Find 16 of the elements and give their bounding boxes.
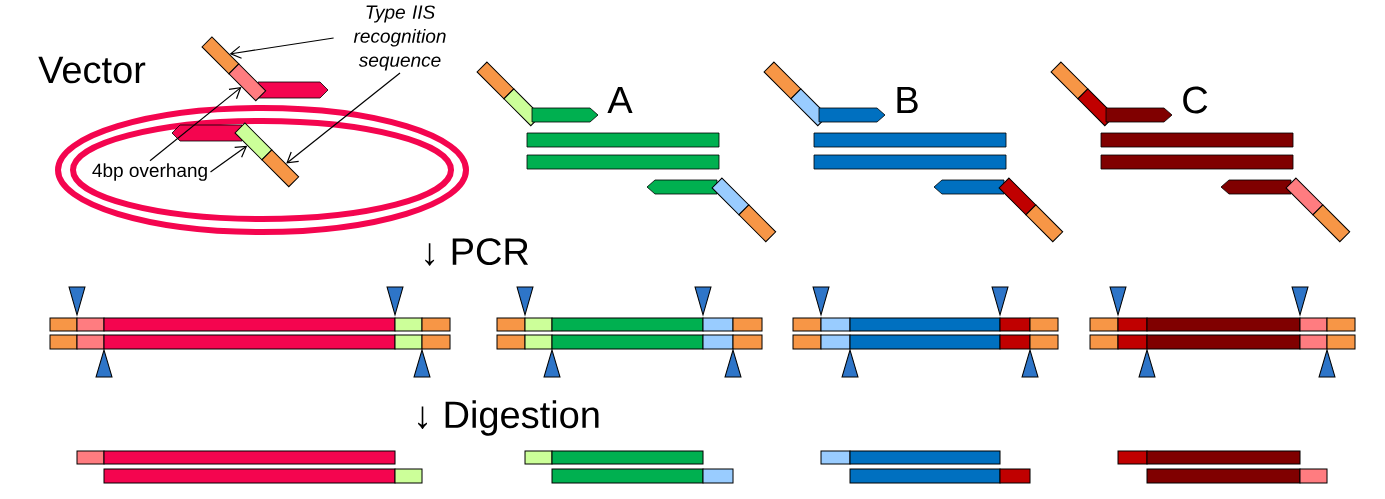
step-label: ↓ PCR (425, 238, 529, 266)
construct-label: A (607, 86, 633, 114)
leader-line (286, 72, 401, 164)
construct-label: C (1183, 86, 1208, 114)
primer-tail-segment (261, 149, 300, 188)
annotation-text: Type IIS recognition sequence (353, 5, 446, 71)
leader-line (209, 145, 248, 173)
primer-tail-segment (228, 63, 267, 102)
leader-line (149, 87, 242, 162)
plasmid-label: Vector (38, 56, 146, 84)
leader-line (229, 37, 335, 59)
primer-tail-segment (201, 36, 240, 75)
step-label: ↓ Digestion (418, 400, 599, 436)
construct-label: B (897, 86, 918, 114)
primer-tail-segment (234, 122, 273, 161)
annotation-text: 4bp overhang (92, 163, 207, 181)
